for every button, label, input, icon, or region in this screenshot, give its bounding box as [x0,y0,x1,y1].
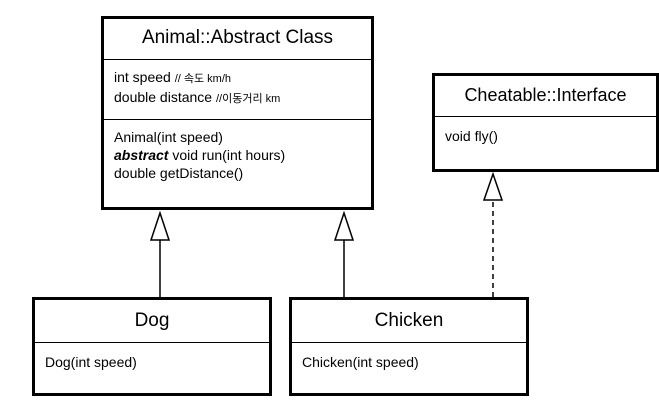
cheatable-interface-title: Cheatable::Interface [435,76,656,117]
dog-class-box: Dog Dog(int speed) [32,297,272,396]
attribute-comment: // 속도 km/h [174,73,232,85]
animal-method-run: abstract void run(int hours) [114,146,361,164]
animal-methods: Animal(int speed) abstract void run(int … [104,120,371,188]
chicken-class-box: Chicken Chicken(int speed) [289,297,529,396]
cheatable-method-fly: void fly() [445,128,498,144]
dog-inheritance-arrowhead [149,210,171,241]
attribute-text: int speed [114,69,175,85]
dog-method-constructor: Dog(int speed) [45,354,137,370]
attribute-text: double distance [114,89,216,105]
cheatable-interface-box: Cheatable::Interface void fly() [432,73,659,172]
chicken-method-constructor: Chicken(int speed) [302,354,419,370]
method-signature: void run(int hours) [168,147,286,163]
chicken-class-title: Chicken [292,300,526,343]
dog-methods: Dog(int speed) [35,343,269,377]
animal-attributes: int speed // 속도 km/h double distance //이… [104,60,371,120]
animal-method-constructor: Animal(int speed) [114,129,223,145]
animal-attribute-distance: double distance //이동거리 km [114,88,361,108]
dog-class-title: Dog [35,300,269,343]
cheatable-methods: void fly() [435,117,656,151]
animal-attribute-speed: int speed // 속도 km/h [114,68,361,88]
animal-method-get-distance: double getDistance() [114,165,244,181]
abstract-keyword: abstract [114,147,169,163]
chicken-inheritance-arrowhead [333,210,355,241]
attribute-comment: //이동거리 km [215,93,281,105]
animal-class-title: Animal::Abstract Class [104,19,371,60]
chicken-methods: Chicken(int speed) [292,343,526,377]
chicken-realization-arrowhead [482,171,504,201]
animal-class-box: Animal::Abstract Class int speed // 속도 k… [101,16,374,210]
